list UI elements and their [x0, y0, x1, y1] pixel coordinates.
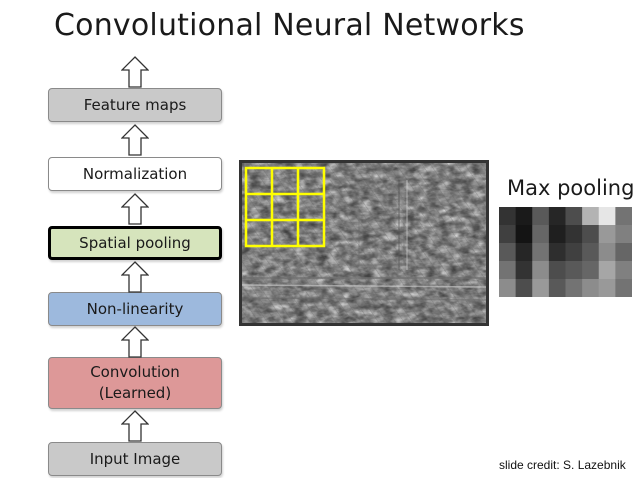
non-linearity-box: Non-linearity — [48, 292, 222, 326]
feature-map-image — [239, 160, 489, 326]
pooled-cell — [532, 225, 550, 244]
pooled-cell — [548, 243, 567, 262]
pooled-cell — [615, 243, 632, 262]
feature-maps-label: Feature maps — [83, 95, 187, 114]
pooled-cell — [582, 279, 600, 297]
pooled-cell — [565, 225, 583, 244]
input-image-label: Input Image — [89, 449, 181, 468]
pooled-cell — [548, 207, 567, 226]
up-arrow-icon — [121, 56, 149, 88]
pooled-cell — [582, 261, 600, 280]
non-linearity-label: Non-linearity — [86, 299, 184, 318]
pooled-cell — [499, 243, 517, 262]
normalization-box: Normalization — [48, 157, 222, 191]
convolution-label: Convolution — [90, 363, 180, 381]
input-image-box: Input Image — [48, 442, 222, 476]
up-arrow-icon — [121, 410, 149, 442]
pooled-cell — [532, 243, 550, 262]
pooled-cell — [615, 207, 632, 226]
pooled-cell — [615, 261, 632, 280]
pooled-cell — [598, 225, 616, 244]
pooled-cell — [565, 279, 583, 297]
pooled-cell — [515, 261, 533, 280]
convolution-learned-label: (Learned) — [98, 384, 172, 402]
pooled-cell — [515, 243, 533, 262]
pooled-cell — [532, 261, 550, 280]
pooled-cell — [499, 279, 517, 297]
max-pooling-label: Max pooling — [507, 176, 635, 200]
pooled-cell — [548, 279, 567, 297]
pooled-cell — [499, 261, 517, 280]
pooled-cell — [499, 225, 517, 244]
pooled-cell — [598, 261, 616, 280]
pooled-cell — [598, 243, 616, 262]
pooled-cell — [565, 207, 583, 226]
pooled-cell — [615, 225, 632, 244]
pooled-cell — [582, 243, 600, 262]
pooled-cell — [598, 207, 616, 226]
pooled-cell — [532, 279, 550, 297]
pooled-cell — [515, 279, 533, 297]
up-arrow-icon — [121, 326, 149, 358]
up-arrow-icon — [121, 261, 149, 293]
spatial-pooling-label: Spatial pooling — [79, 233, 191, 252]
pooled-cell — [615, 279, 632, 297]
pooled-cell — [532, 207, 550, 226]
pooled-cell — [548, 225, 567, 244]
slide-credit: slide credit: S. Lazebnik — [499, 458, 626, 472]
pooled-cell — [582, 225, 600, 244]
pooled-cell — [565, 243, 583, 262]
up-arrow-icon — [121, 124, 149, 156]
feature-maps-box: Feature maps — [48, 88, 222, 122]
normalization-label: Normalization — [82, 164, 188, 183]
max-pooling-output-grid — [499, 207, 632, 297]
spatial-pooling-box: Spatial pooling — [48, 226, 222, 260]
pooled-cell — [548, 261, 567, 280]
up-arrow-icon — [121, 193, 149, 225]
slide-title: Convolutional Neural Networks — [54, 8, 525, 43]
pooled-cell — [515, 225, 533, 244]
pooled-cell — [582, 207, 600, 226]
pooled-cell — [499, 207, 517, 226]
pooled-cell — [565, 261, 583, 280]
convolution-box: Convolution (Learned) — [48, 357, 222, 409]
pooled-cell — [515, 207, 533, 226]
pooled-cell — [598, 279, 616, 297]
